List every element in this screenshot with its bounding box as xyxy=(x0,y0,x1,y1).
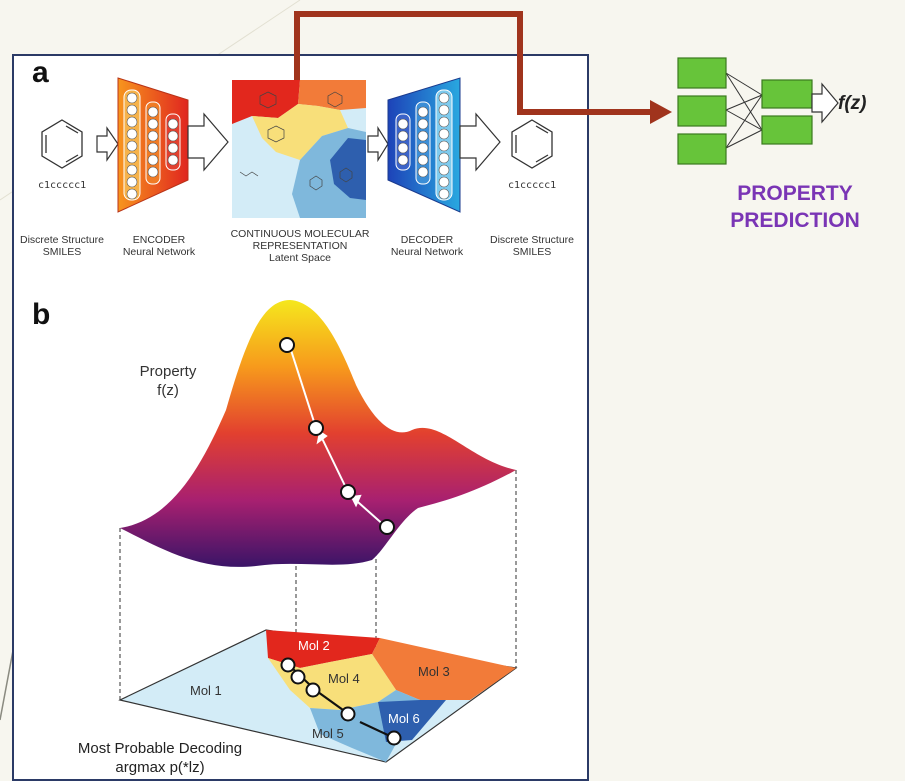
latent-arrow xyxy=(367,125,389,163)
region-mol-6: Mol 6 xyxy=(388,711,420,726)
smiles-input: c1ccccc1 xyxy=(38,180,87,191)
benzene-input-icon xyxy=(41,119,83,169)
optimization-path-surface xyxy=(289,346,387,528)
connector-arrow xyxy=(294,11,652,115)
panel-b-letter: b xyxy=(32,298,51,331)
input-arrow xyxy=(96,126,119,162)
latent-space-map xyxy=(232,80,366,218)
panel-a-letter: a xyxy=(32,56,49,89)
decoder-arrow xyxy=(459,112,501,172)
connector-arrowhead xyxy=(650,100,672,124)
latent-plane xyxy=(118,629,518,763)
encoder-network xyxy=(117,77,189,213)
surface-points xyxy=(279,337,395,535)
region-mol-1: Mol 1 xyxy=(190,683,222,698)
encoder-arrow xyxy=(187,112,229,172)
region-mol-4: Mol 4 xyxy=(328,671,360,686)
region-mol-3: Mol 3 xyxy=(418,664,450,679)
benzene-output-icon xyxy=(511,119,553,169)
smiles-output: c1ccccc1 xyxy=(508,180,557,191)
prediction-output-label: f(z) xyxy=(838,93,867,114)
region-mol-5: Mol 5 xyxy=(312,726,344,741)
property-network xyxy=(677,57,839,165)
decoder-network xyxy=(387,77,461,213)
plane-points xyxy=(280,657,402,746)
region-mol-2: Mol 2 xyxy=(298,638,330,653)
